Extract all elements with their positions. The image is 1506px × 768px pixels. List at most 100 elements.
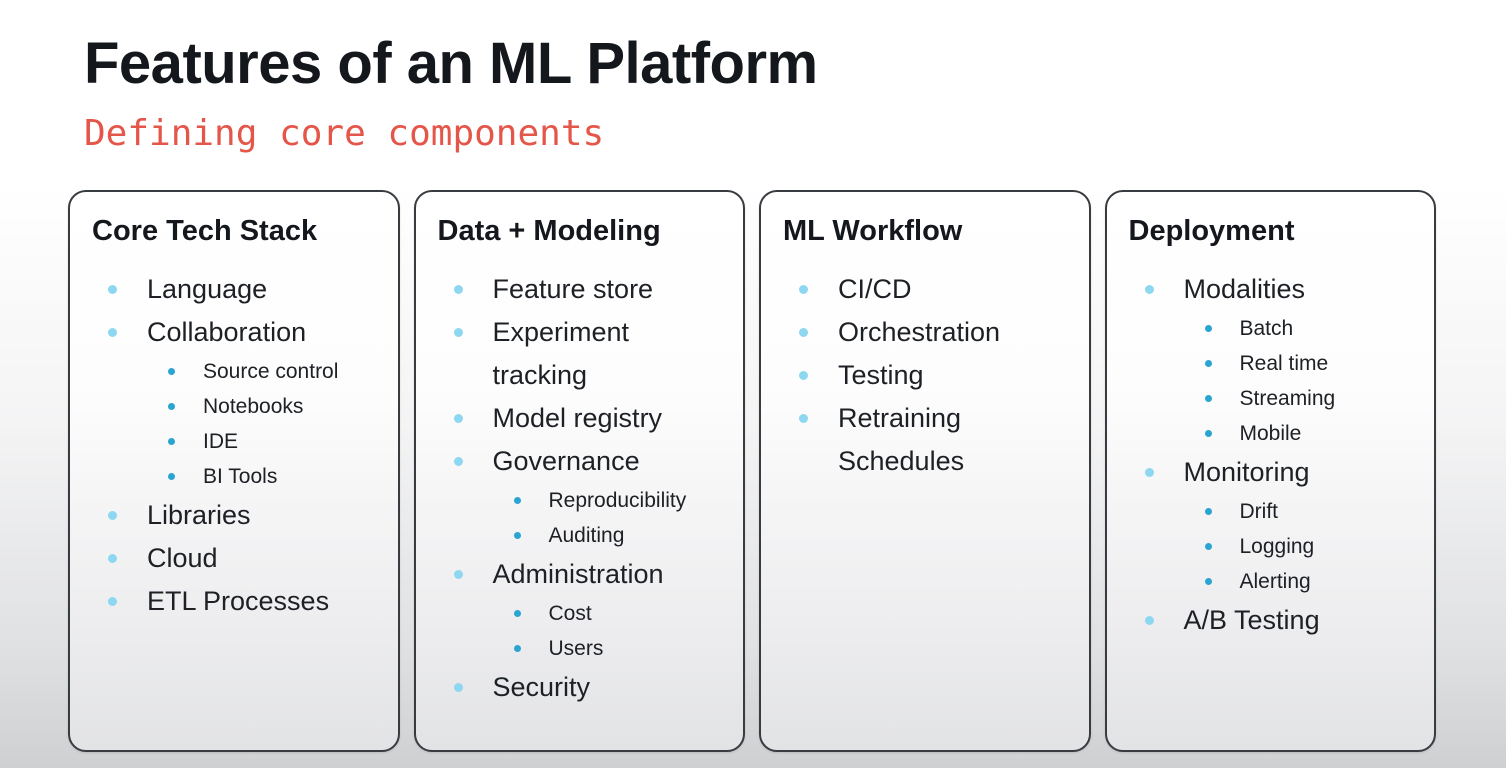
list-item: Security (416, 666, 744, 709)
bullet-icon (799, 328, 808, 337)
bullet-icon (108, 554, 117, 563)
bullet-icon (168, 368, 175, 375)
bullet-icon (799, 371, 808, 380)
page-subtitle: Defining core components (84, 113, 605, 154)
bullet-icon (108, 285, 117, 294)
sub-list-item: Batch (1107, 311, 1435, 346)
bullet-icon (453, 683, 463, 692)
card-heading: Data + Modeling (437, 215, 661, 247)
sub-list-item: Users (416, 631, 744, 666)
bullet-icon (1144, 468, 1154, 477)
card-heading: Core Tech Stack (92, 215, 318, 247)
bullet-icon (453, 328, 463, 337)
sub-item-label: Streaming (1239, 387, 1336, 410)
bullet-icon (1204, 360, 1212, 367)
list-item-label: Security (492, 672, 591, 702)
list-item-label: Retraining Schedules (838, 403, 965, 476)
sub-item-label: Mobile (1239, 422, 1302, 445)
sub-list-item: Auditing (416, 518, 744, 553)
bullet-icon (1204, 543, 1212, 550)
bullet-icon (453, 457, 463, 466)
list-item-label: Governance (492, 446, 640, 476)
bullet-icon (1144, 285, 1154, 294)
sub-item-label: Drift (1239, 500, 1279, 523)
bullet-icon (513, 532, 521, 539)
sub-list-item: Drift (1107, 494, 1435, 529)
sub-list-item: Logging (1107, 529, 1435, 564)
bullet-icon (108, 511, 117, 520)
sub-item-label: Cost (548, 602, 592, 625)
list-item: A/B Testing (1107, 599, 1435, 642)
bullet-icon (453, 285, 463, 294)
bullet-icon (799, 414, 808, 423)
list-item: Language (70, 268, 398, 311)
list-item: ETL Processes (70, 580, 398, 623)
bullet-icon (513, 645, 521, 652)
list-item-label: Orchestration (838, 317, 1001, 347)
bullet-icon (168, 473, 175, 480)
sub-item-label: Notebooks (203, 395, 304, 418)
sub-item-label: Logging (1239, 535, 1315, 558)
list-item: Experiment tracking (416, 311, 744, 397)
sub-list-item: Streaming (1107, 381, 1435, 416)
bullet-icon (453, 570, 463, 579)
bullet-icon (1204, 325, 1212, 332)
bullet-icon (168, 403, 175, 410)
sub-list-item: Source control (70, 354, 398, 389)
list-item: CI/CD (761, 268, 1089, 311)
bullet-icon (513, 497, 521, 504)
list-item-label: Model registry (492, 403, 663, 433)
list-item: Cloud (70, 537, 398, 580)
sub-item-label: Reproducibility (548, 489, 687, 512)
list-item-label: Testing (838, 360, 924, 390)
bullet-icon (1204, 430, 1212, 437)
list-item: Modalities (1107, 268, 1435, 311)
list-item: Collaboration (70, 311, 398, 354)
list-item: Administration (416, 553, 744, 596)
bullet-icon (108, 328, 117, 337)
list-item-label: A/B Testing (1183, 605, 1320, 635)
bullet-icon (1204, 578, 1212, 585)
list-item-label: Modalities (1183, 274, 1306, 304)
card-heading: ML Workflow (783, 215, 963, 247)
sub-list-item: IDE (70, 424, 398, 459)
sub-item-label: BI Tools (203, 465, 278, 488)
sub-list-item: Real time (1107, 346, 1435, 381)
list-item: Model registry (416, 397, 744, 440)
list-item: Orchestration (761, 311, 1089, 354)
list-item-label: Language (147, 274, 268, 304)
list-item-label: ETL Processes (147, 586, 330, 616)
sub-list-item: BI Tools (70, 459, 398, 494)
list-item-label: Feature store (492, 274, 654, 304)
sub-list-item: Notebooks (70, 389, 398, 424)
sub-list-item: Reproducibility (416, 483, 744, 518)
sub-item-label: Real time (1239, 352, 1329, 375)
list-item-label: Experiment tracking (492, 317, 630, 390)
list-item: Libraries (70, 494, 398, 537)
list-item: Feature store (416, 268, 744, 311)
bullet-icon (1204, 508, 1212, 515)
sub-item-label: Alerting (1239, 570, 1311, 593)
card-heading: Deployment (1128, 215, 1295, 247)
sub-item-label: Users (548, 637, 604, 660)
list-item-label: Cloud (147, 543, 218, 573)
list-item: Governance (416, 440, 744, 483)
list-item-label: Libraries (147, 500, 251, 530)
sub-list-item: Alerting (1107, 564, 1435, 599)
list-item-label: Administration (492, 559, 664, 589)
bullet-icon (799, 285, 808, 294)
